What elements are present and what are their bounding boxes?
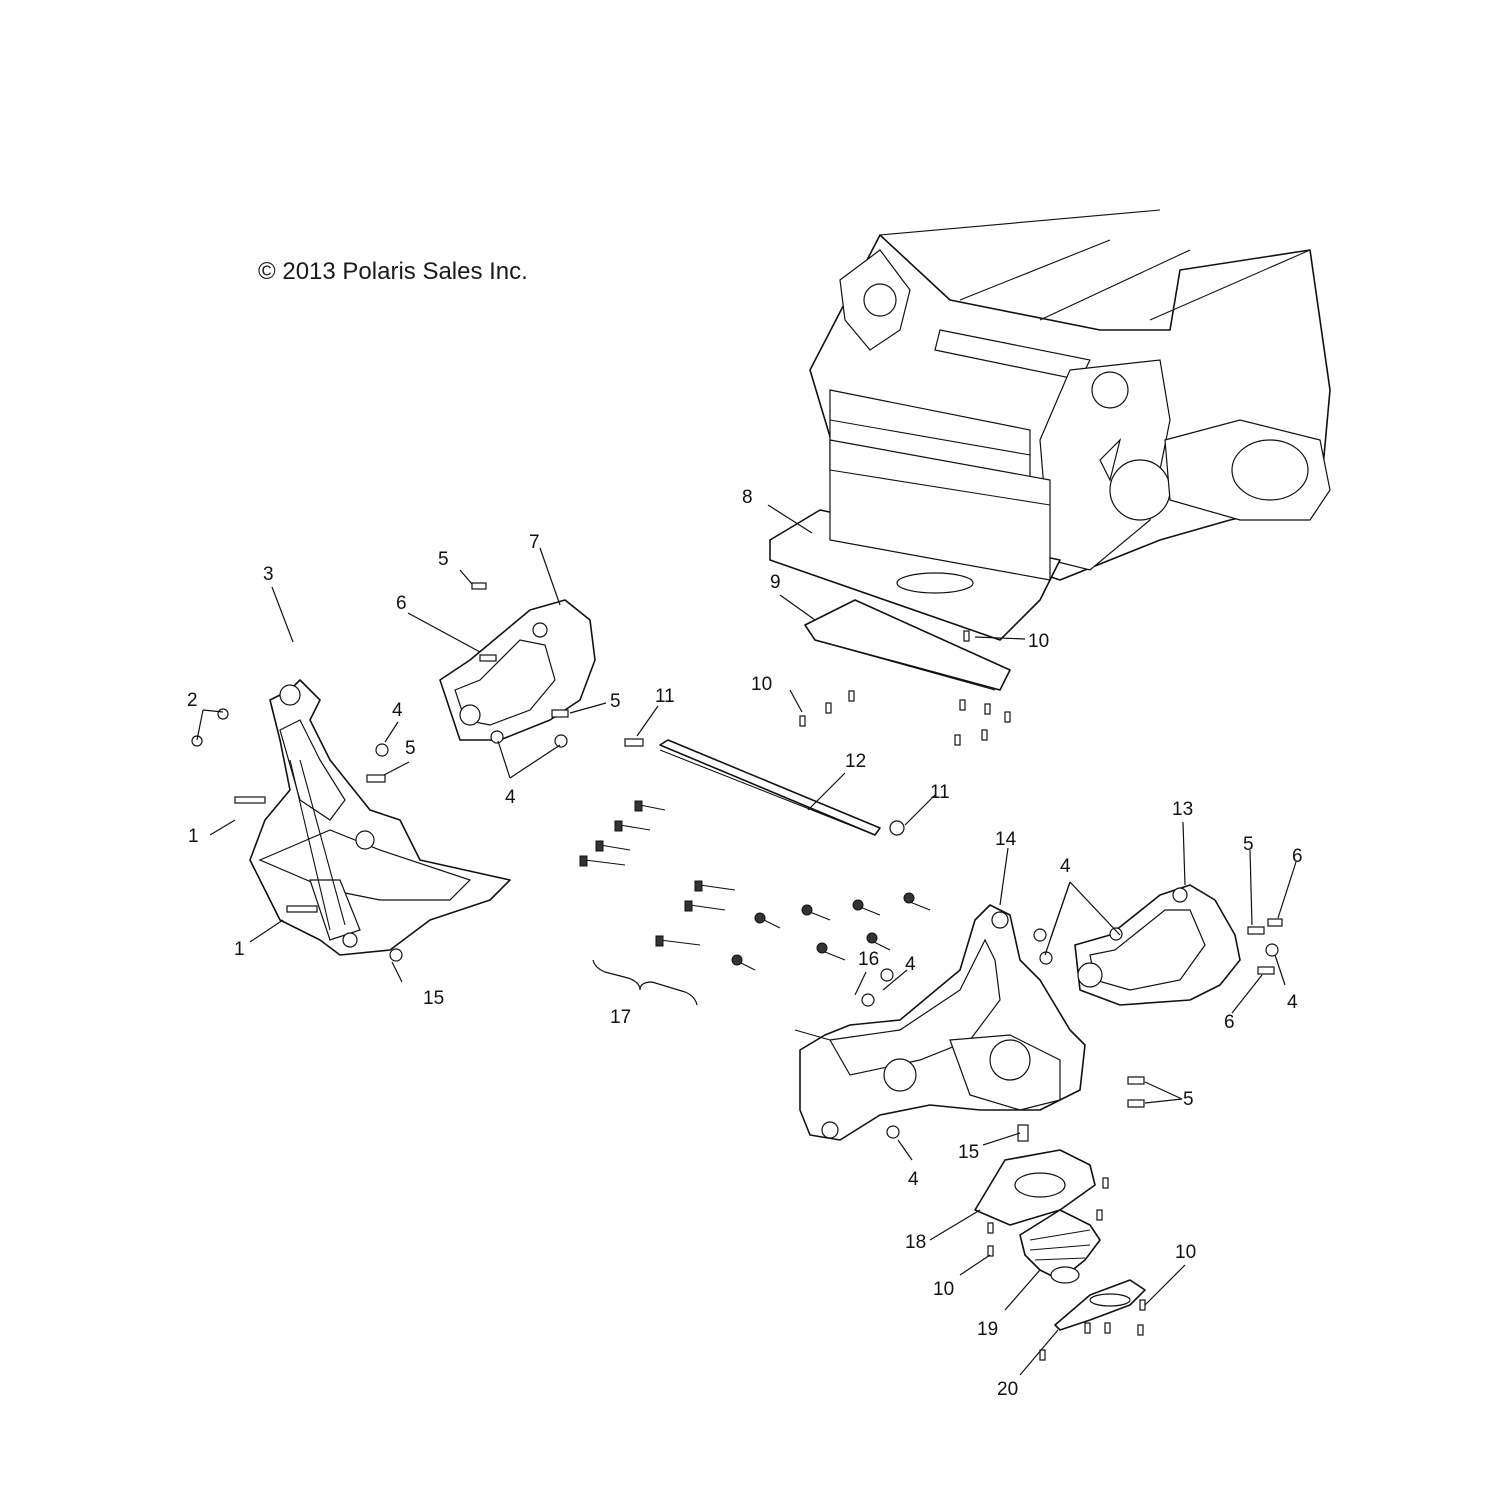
callout-10: 10: [1028, 631, 1049, 652]
callout-7: 7: [529, 532, 540, 553]
callout-17: 17: [610, 1007, 631, 1028]
callout-11: 11: [930, 782, 950, 803]
part-9-plate: [804, 599, 1011, 691]
callout-9: 9: [770, 572, 781, 593]
callout-5: 5: [438, 549, 449, 570]
callout-4: 4: [505, 787, 516, 808]
callout-15: 15: [423, 988, 444, 1009]
boot-assembly: [974, 1149, 1146, 1331]
callout-15: 15: [958, 1142, 979, 1163]
callout-8: 8: [742, 487, 753, 508]
callout-6: 6: [1224, 1012, 1235, 1033]
callout-16: 16: [858, 949, 879, 970]
leader-lines: [196, 504, 1297, 1376]
callout-5: 5: [405, 738, 416, 759]
part-3-left-bulkhead: [249, 679, 511, 956]
callout-19: 19: [977, 1319, 998, 1340]
callout-2: 2: [187, 690, 198, 711]
callout-13: 13: [1172, 799, 1193, 820]
copyright-notice: © 2013 Polaris Sales Inc.: [258, 258, 528, 285]
part-14-right-bulkhead: [794, 904, 1086, 1141]
callout-11: 11: [655, 686, 675, 707]
part-13-bracket: [1074, 884, 1241, 1006]
callout-10: 10: [1175, 1242, 1196, 1263]
callout-18: 18: [905, 1232, 926, 1253]
callout-20: 20: [997, 1379, 1018, 1400]
callout-1: 1: [188, 826, 199, 847]
callout-10: 10: [933, 1279, 954, 1300]
callout-5: 5: [610, 691, 621, 712]
part-12-bar: [659, 739, 881, 836]
part-7-bracket: [439, 599, 596, 741]
callout-5: 5: [1183, 1089, 1194, 1110]
callout-10: 10: [751, 674, 772, 695]
callout-5: 5: [1243, 834, 1254, 855]
callout-6: 6: [396, 593, 407, 614]
callout-12: 12: [845, 751, 866, 772]
callout-14: 14: [995, 829, 1017, 850]
callout-3: 3: [263, 564, 274, 585]
callout-4: 4: [392, 700, 403, 721]
callout-4: 4: [908, 1169, 919, 1190]
callout-labels: 1 1 2 3 4 4 4 4 4 4 5 5 5 5 5 6 6 6 7 8 …: [187, 487, 1303, 1400]
chassis-tunnel: [769, 209, 1331, 641]
callout-1: 1: [234, 939, 245, 960]
callout-6: 6: [1292, 846, 1303, 867]
callout-4: 4: [1287, 992, 1298, 1013]
callout-4: 4: [1060, 856, 1071, 877]
callout-4: 4: [905, 954, 916, 975]
